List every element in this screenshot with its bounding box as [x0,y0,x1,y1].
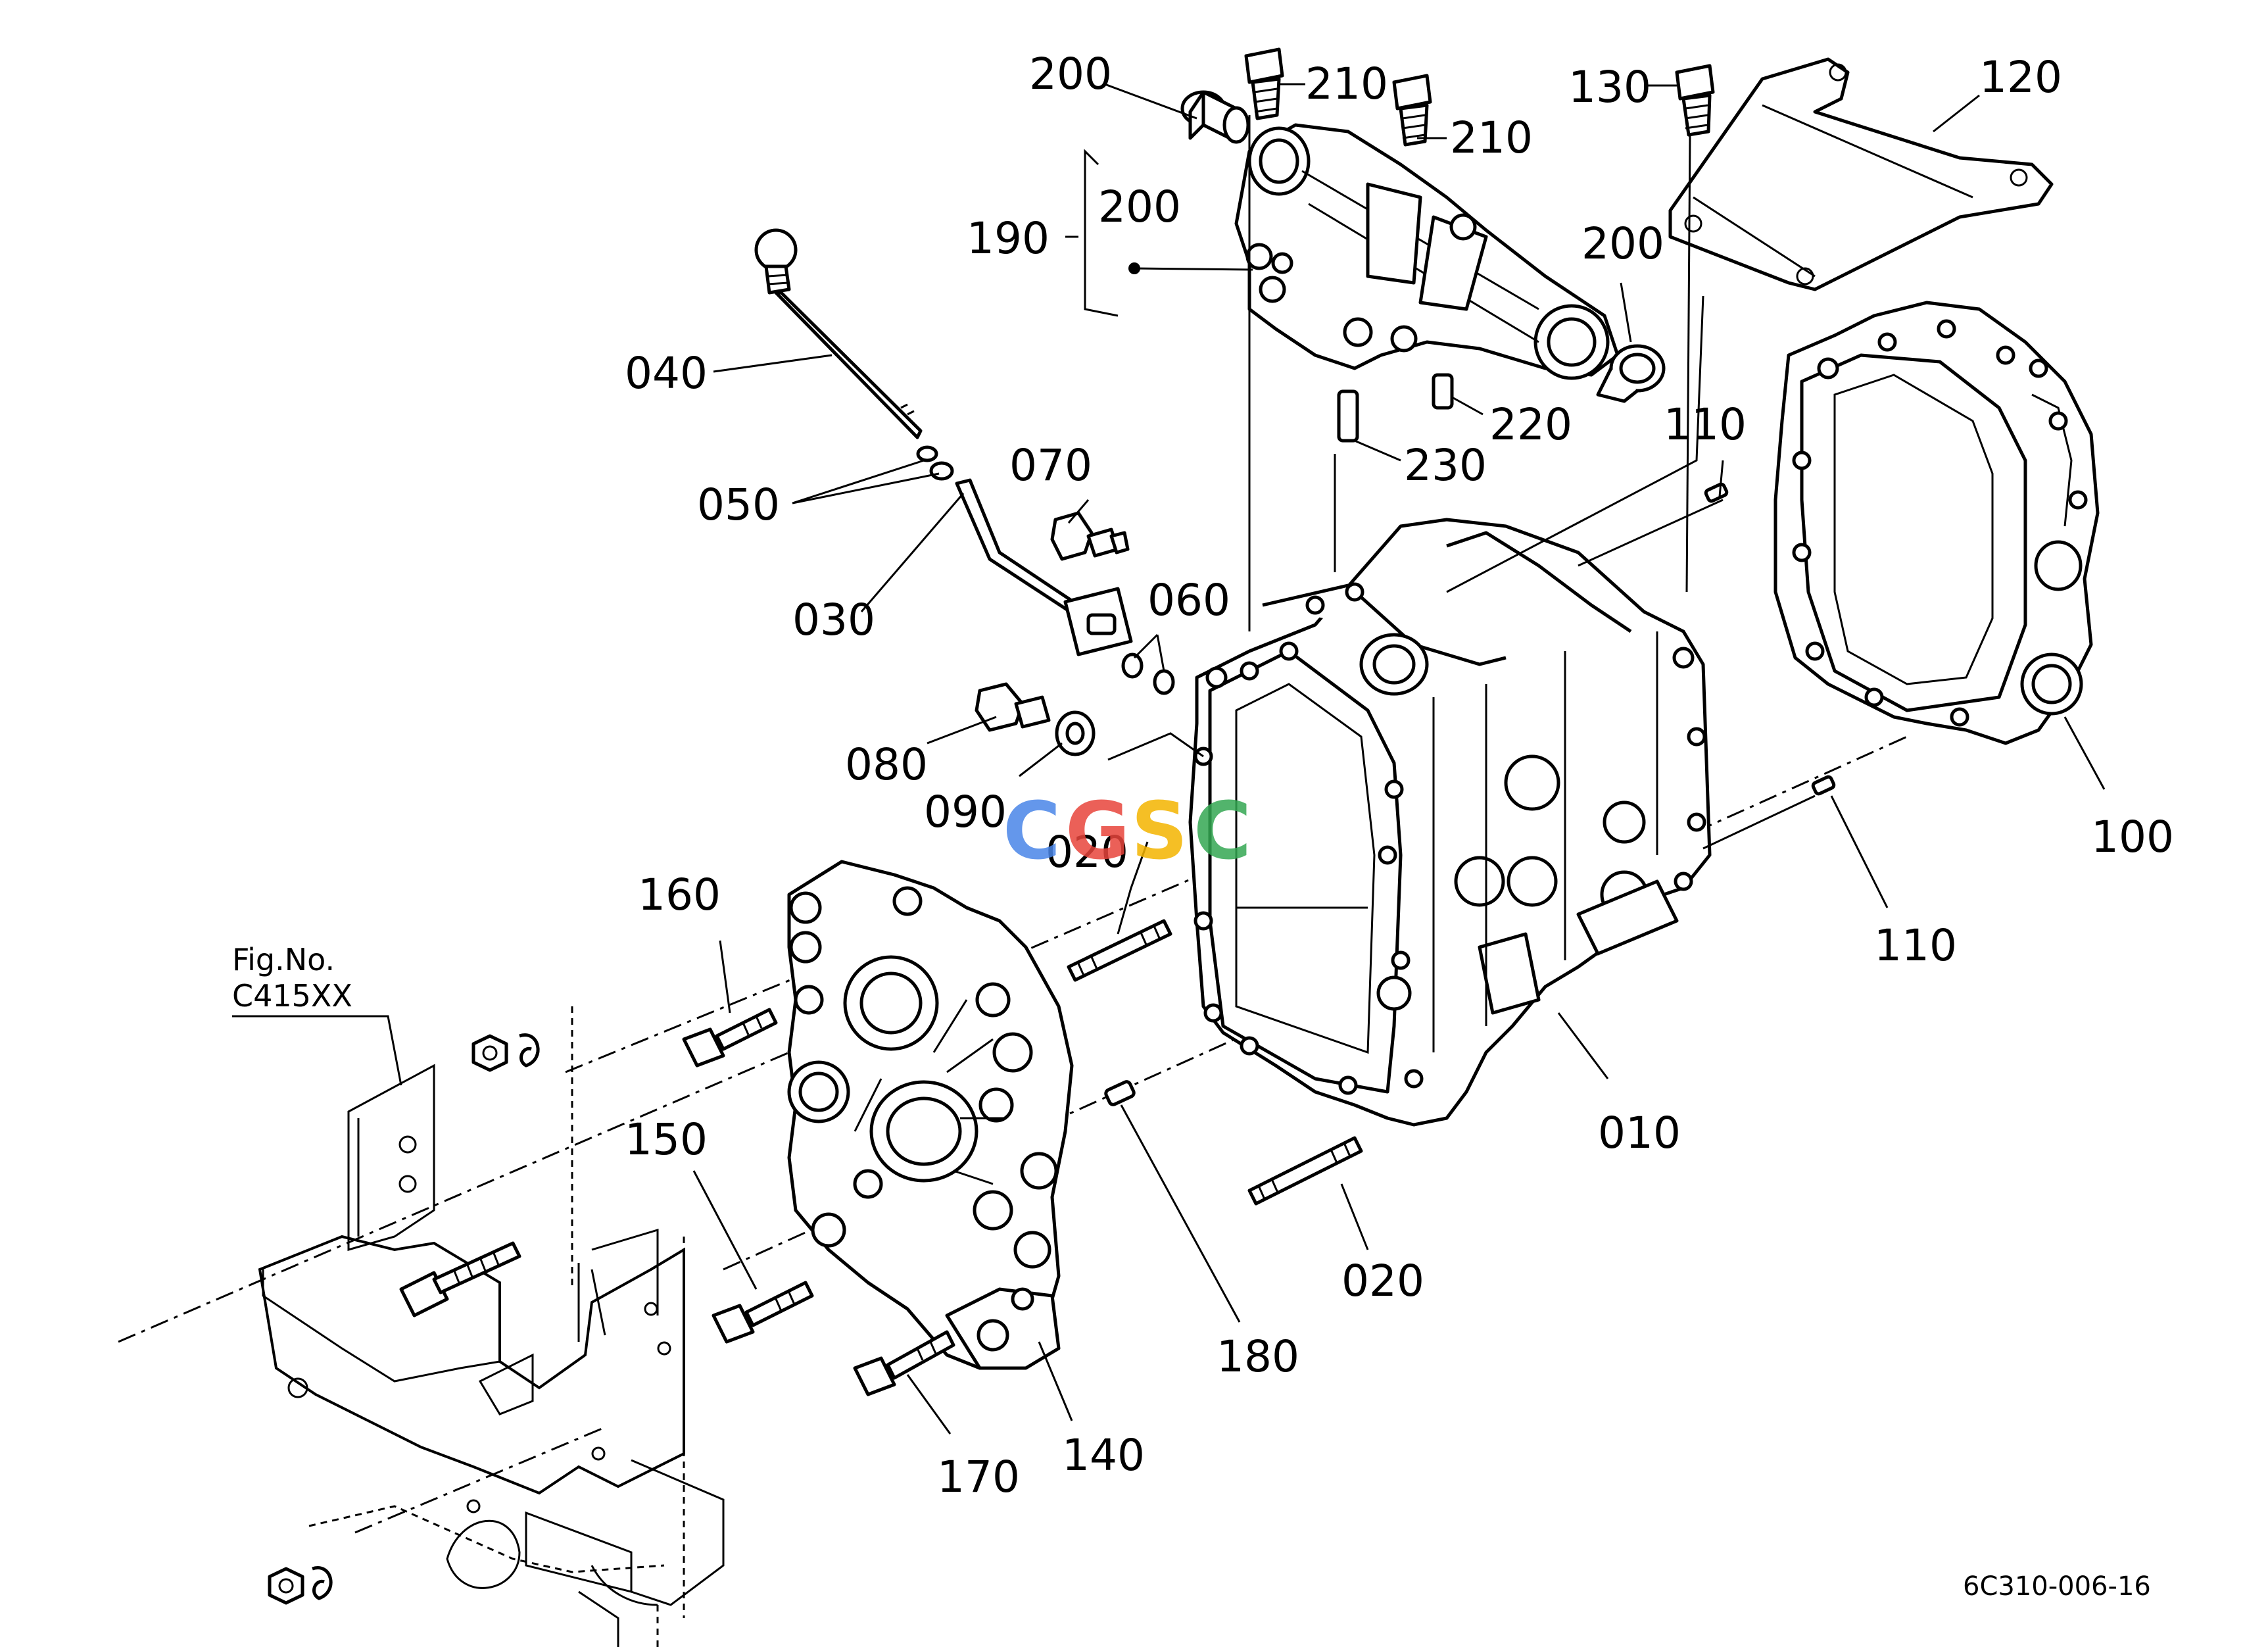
label-070: 070 [1009,440,1092,491]
label-020-upper: 020 [1046,827,1128,877]
label-100: 100 [2091,812,2174,862]
label-180: 180 [1217,1331,1299,1382]
dipstick-040 [754,228,923,439]
watermark-s: S [1131,786,1188,877]
washer-090 [1055,710,1096,756]
plate-120 [1668,57,2054,291]
front-cover-140 [787,860,1074,1370]
figure-ref-line2: C415XX [232,978,352,1014]
dowel-110-upper [1704,482,1729,503]
guide-pipe-030 [955,478,1133,656]
watermark-c2: C [1194,786,1251,877]
label-060: 060 [1147,575,1230,626]
label-190: 190 [967,213,1050,264]
frame-bracket [258,1006,725,1647]
rear-cover-bolt-holes [1792,319,2088,727]
label-210-right: 210 [1450,112,1533,163]
label-170: 170 [937,1452,1020,1502]
frame-bolt [399,1241,521,1317]
label-140: 140 [1062,1430,1145,1481]
label-110-upper: 110 [1664,399,1747,450]
label-010: 010 [1598,1108,1681,1158]
label-150: 150 [625,1114,708,1165]
bushing-200-right [1596,344,1666,403]
dowel-110-lower [1811,775,1836,796]
shift-cover-190 [1234,123,1620,380]
plug-070 [1050,511,1130,561]
label-080: 080 [845,739,928,790]
label-130: 130 [1568,62,1651,112]
leader-lines [232,83,2106,1435]
plug-080 [975,682,1051,732]
frame-nut-upper [471,1033,540,1072]
label-050: 050 [697,479,780,530]
part-number-labels: 200 210 210 130 120 200 190 200 040 220 … [625,49,2174,1502]
bolt-170 [853,1330,955,1396]
label-200-mid: 200 [1098,182,1181,232]
label-040: 040 [625,348,708,399]
watermark-logo: C G S C [1003,786,1251,877]
label-160: 160 [638,870,721,920]
label-210-left: 210 [1305,59,1388,109]
label-230: 230 [1404,440,1487,491]
label-020-lower: 020 [1341,1256,1424,1306]
bolt-130 [1675,64,1715,137]
bushing-200-top [1180,90,1250,144]
dowel-180 [1104,1080,1136,1106]
label-090: 090 [924,787,1007,837]
bolt-210-left [1244,47,1284,120]
rear-cover-100 [1773,301,2100,745]
stud-020-upper [1067,919,1172,982]
frame-nut-lower [268,1566,333,1605]
label-220: 220 [1489,399,1572,450]
watermark-c1: C [1003,786,1061,877]
pin-220 [1432,373,1454,410]
transmission-case-010 [1188,518,1712,1127]
o-rings-060 [1121,652,1175,695]
label-200-right: 200 [1581,218,1664,269]
label-030: 030 [792,595,875,645]
case-bolt-holes [1194,582,1706,1095]
stud-020-lower [1247,1136,1363,1206]
label-110-lower: 110 [1874,920,1957,971]
watermark-g: G [1065,786,1130,877]
figure-ref-line1: Fig.No. [232,942,335,977]
label-120: 120 [1979,52,2062,103]
pin-230 [1337,389,1359,443]
bolt-150 [712,1281,814,1344]
bolt-210-right [1392,74,1432,147]
drawing-code: 6C310-006-16 [1963,1571,2151,1602]
label-200-top: 200 [1029,49,1112,99]
bolt-160 [682,1008,778,1068]
